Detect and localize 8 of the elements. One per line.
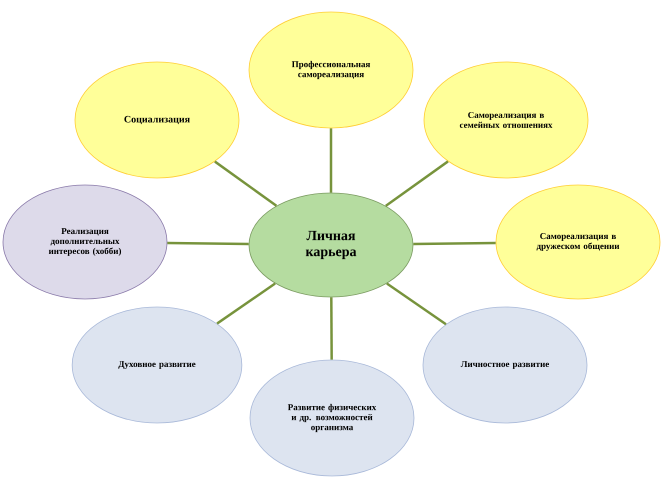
connector-line bbox=[386, 282, 447, 326]
connector-line bbox=[167, 242, 249, 246]
connector-line bbox=[413, 242, 496, 246]
connector-line bbox=[330, 297, 333, 360]
connector-line bbox=[214, 160, 278, 207]
connector-line bbox=[216, 282, 276, 325]
connector-line bbox=[330, 128, 332, 193]
connector-line bbox=[385, 160, 449, 207]
